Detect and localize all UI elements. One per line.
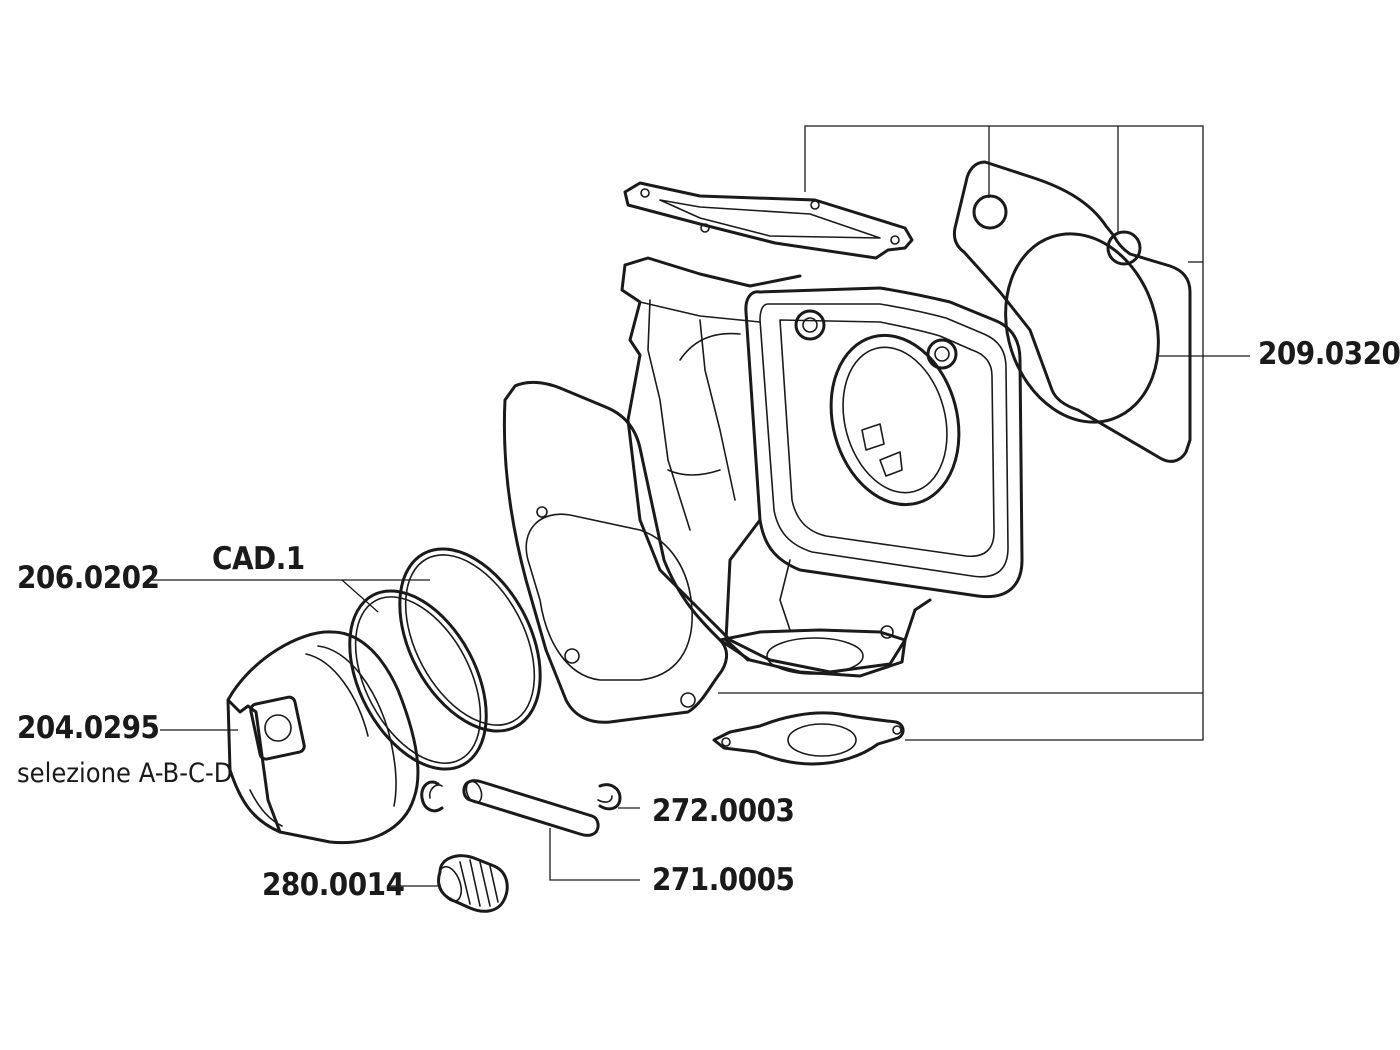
piston-rings xyxy=(348,547,542,771)
circlips xyxy=(420,780,622,813)
part-label-271-0005: 271.0005 xyxy=(652,862,795,898)
ring-quantity-label: CAD.1 xyxy=(212,541,305,577)
part-label-272-0003: 272.0003 xyxy=(652,793,795,829)
part-label-280-0014: 280.0014 xyxy=(262,867,405,903)
piston-selection-label: selezione A-B-C-D xyxy=(17,758,233,789)
part-label-204-0295: 204.0295 xyxy=(17,710,160,746)
part-label-206-0202: 206.0202 xyxy=(17,560,160,596)
piston xyxy=(226,630,420,845)
cylinder-body xyxy=(620,256,1024,678)
exhaust-gasket-bottom xyxy=(712,711,905,766)
leader-lines xyxy=(148,125,1250,887)
piston-pin xyxy=(462,779,600,837)
exhaust-gasket-top xyxy=(623,181,914,260)
head-gasket xyxy=(952,160,1192,463)
needle-bearing xyxy=(437,854,509,913)
part-label-209-0320: 209.0320 xyxy=(1258,336,1400,372)
base-gasket xyxy=(502,380,728,724)
